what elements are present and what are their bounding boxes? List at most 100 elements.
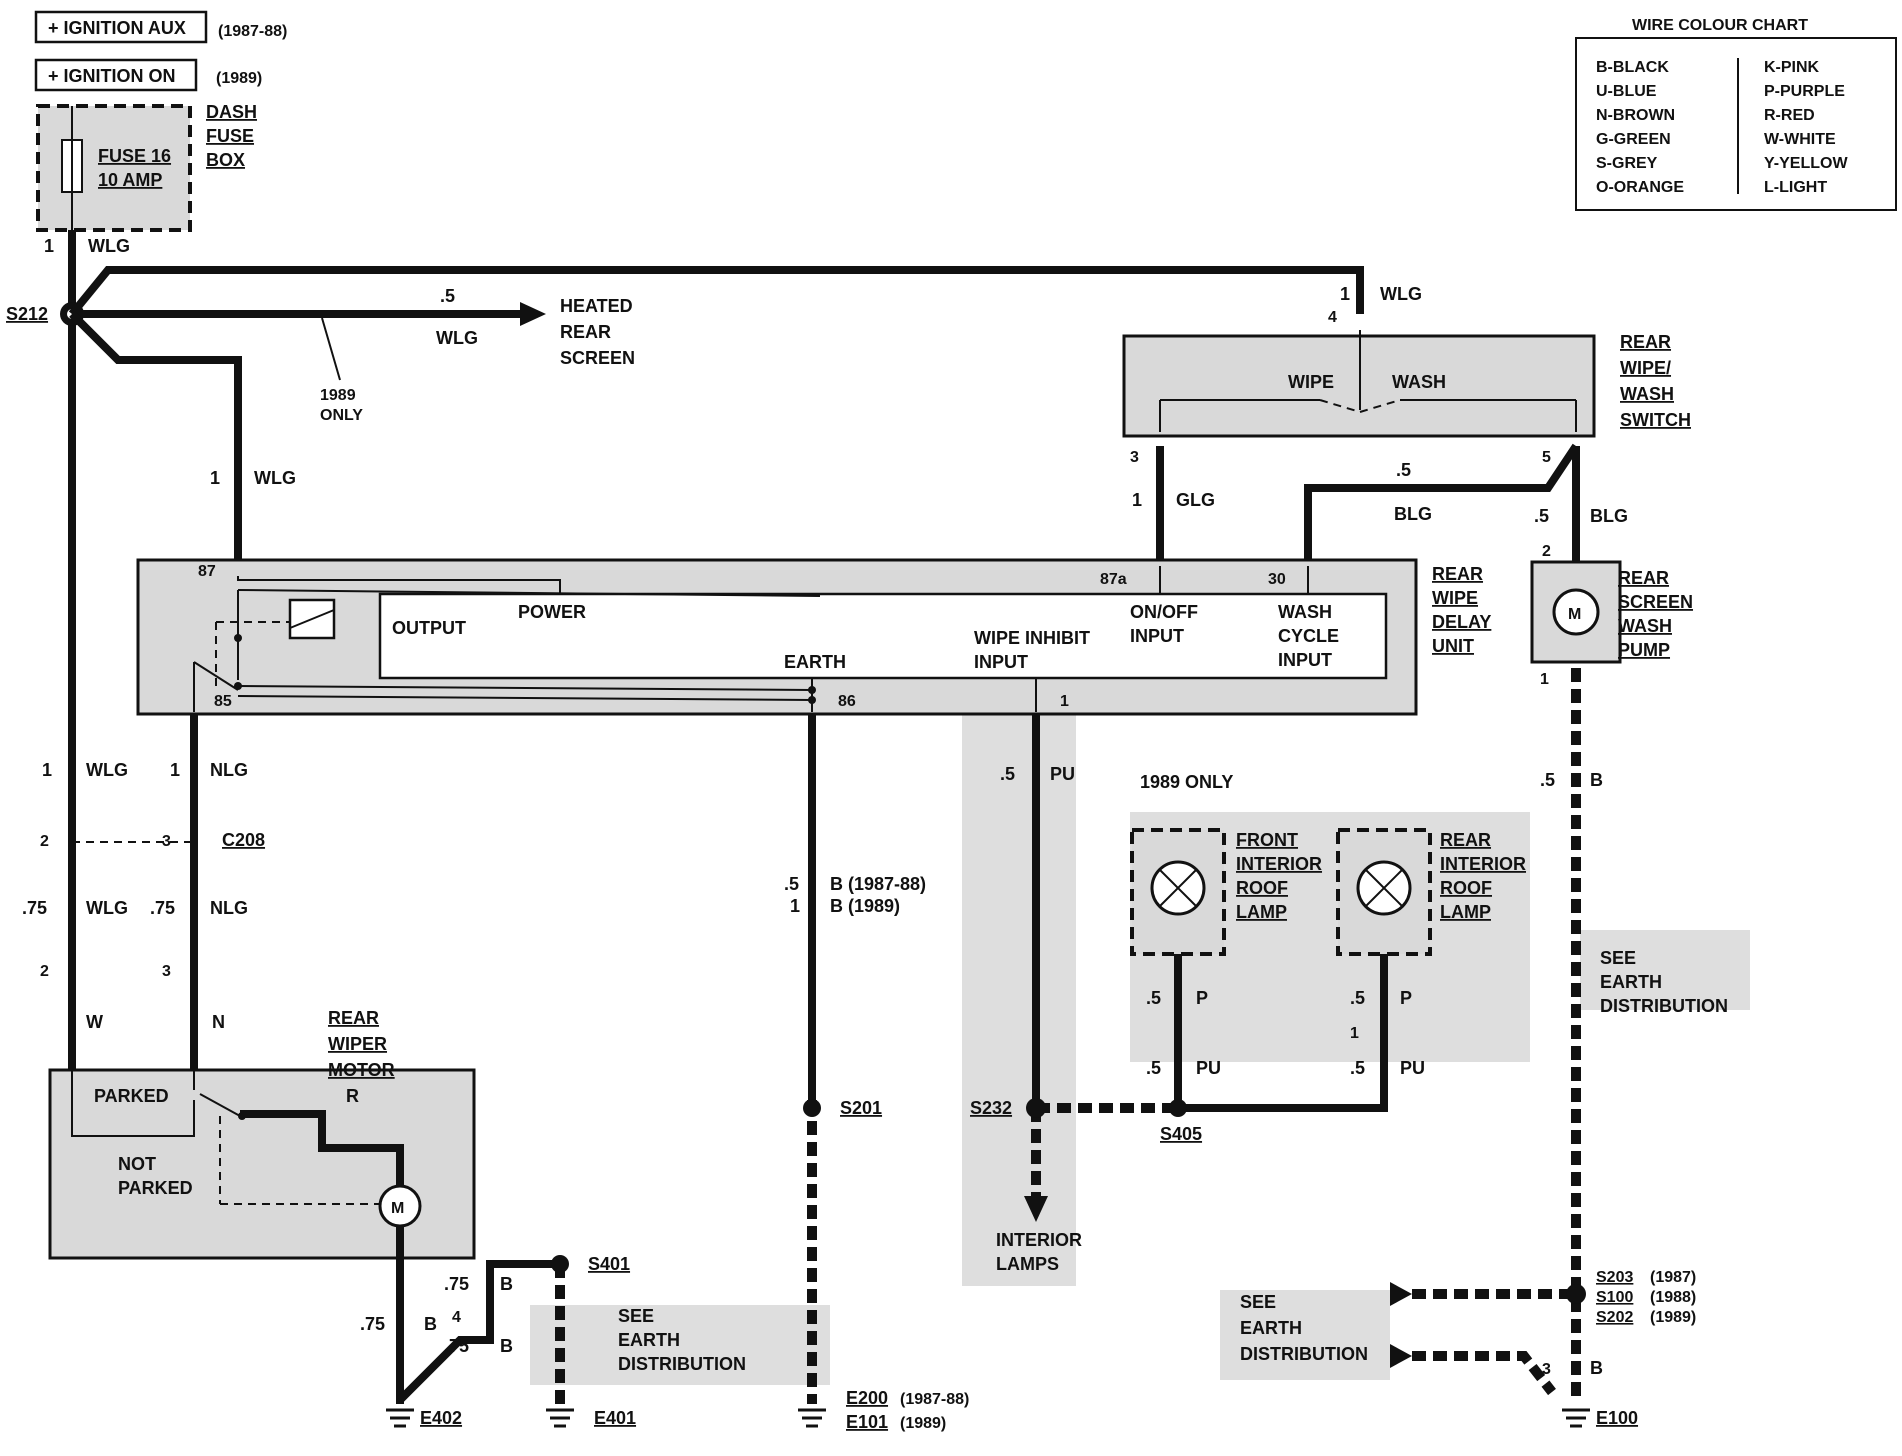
svg-text:WLG: WLG bbox=[86, 760, 128, 780]
svg-text:.5: .5 bbox=[1350, 988, 1365, 1008]
svg-text:SEE: SEE bbox=[1600, 948, 1636, 968]
svg-text:.5: .5 bbox=[1350, 1058, 1365, 1078]
svg-text:.5: .5 bbox=[784, 874, 799, 894]
svg-text:SEE: SEE bbox=[1240, 1292, 1276, 1312]
splice-s203 bbox=[1566, 1284, 1586, 1304]
svg-text:E402: E402 bbox=[420, 1408, 462, 1428]
parked-label: PARKED bbox=[94, 1086, 169, 1106]
wire-wlg-to-delay bbox=[69, 311, 242, 560]
rear-wiper-motor: M PARKED NOT PARKED R REAR WIPER MOTOR bbox=[48, 1008, 476, 1260]
pump-m-symbol: M bbox=[1568, 606, 1581, 623]
svg-text:2: 2 bbox=[40, 963, 49, 980]
svg-text:PU: PU bbox=[1196, 1058, 1221, 1078]
chart-entry: W-WHITE bbox=[1764, 131, 1836, 148]
svg-text:(1987-88): (1987-88) bbox=[900, 1391, 969, 1408]
svg-text:BLG: BLG bbox=[1590, 506, 1628, 526]
svg-text:.5: .5 bbox=[1146, 1058, 1161, 1078]
chart-entry: L-LIGHT bbox=[1764, 179, 1827, 196]
svg-text:NOT: NOT bbox=[118, 1154, 156, 1174]
svg-text:ROOF: ROOF bbox=[1236, 878, 1288, 898]
svg-text:INTERIOR: INTERIOR bbox=[996, 1230, 1082, 1250]
svg-text:3: 3 bbox=[1130, 449, 1139, 466]
svg-text:PUMP: PUMP bbox=[1618, 640, 1670, 660]
svg-text:1: 1 bbox=[1132, 490, 1142, 510]
box-word: BOX bbox=[206, 150, 245, 170]
ignition-aux-year: (1987-88) bbox=[218, 23, 287, 40]
svg-text:LAMPS: LAMPS bbox=[996, 1254, 1059, 1274]
svg-text:EARTH: EARTH bbox=[1600, 972, 1662, 992]
svg-text:1: 1 bbox=[42, 760, 52, 780]
svg-text:B: B bbox=[500, 1274, 513, 1294]
ignition-on-year: (1989) bbox=[216, 70, 262, 87]
svg-text:.75: .75 bbox=[22, 898, 47, 918]
dash-label: DASH bbox=[206, 102, 257, 122]
motor-m-symbol: M bbox=[391, 1200, 404, 1217]
svg-text:INPUT: INPUT bbox=[1278, 650, 1332, 670]
chart-entry: Y-YELLOW bbox=[1764, 155, 1848, 172]
svg-text:GLG: GLG bbox=[1176, 490, 1215, 510]
wire-s401-link bbox=[397, 1260, 560, 1403]
svg-text:B: B bbox=[500, 1336, 513, 1356]
chart-entry: S-GREY bbox=[1596, 155, 1658, 172]
svg-text:.5: .5 bbox=[1146, 988, 1161, 1008]
svg-text:B (1987-88): B (1987-88) bbox=[830, 874, 926, 894]
svg-text:87a: 87a bbox=[1100, 571, 1127, 588]
svg-text:WLG: WLG bbox=[88, 236, 130, 256]
svg-text:PU: PU bbox=[1400, 1058, 1425, 1078]
svg-text:1: 1 bbox=[210, 468, 220, 488]
svg-text:.5: .5 bbox=[1396, 460, 1411, 480]
svg-text:UNIT: UNIT bbox=[1432, 636, 1474, 656]
svg-text:WLG: WLG bbox=[1380, 284, 1422, 304]
fuse-word: FUSE bbox=[206, 126, 254, 146]
svg-text:87: 87 bbox=[198, 563, 216, 580]
svg-text:(1989): (1989) bbox=[900, 1415, 946, 1432]
svg-text:86: 86 bbox=[838, 693, 856, 710]
splice-s201 bbox=[803, 1099, 821, 1117]
svg-text:REAR: REAR bbox=[1440, 830, 1491, 850]
svg-text:ONLY: ONLY bbox=[320, 407, 363, 424]
svg-text:WIPE: WIPE bbox=[1432, 588, 1478, 608]
svg-text:ON/OFF: ON/OFF bbox=[1130, 602, 1198, 622]
wire-colour-chart: WIRE COLOUR CHART B-BLACKU-BLUEN-BROWNG-… bbox=[1575, 17, 1897, 211]
svg-text:B (1989): B (1989) bbox=[830, 896, 900, 916]
svg-text:SCREEN: SCREEN bbox=[1618, 592, 1693, 612]
lamps-1989-heading: 1989 ONLY bbox=[1140, 772, 1233, 792]
svg-text:2: 2 bbox=[40, 833, 49, 850]
svg-text:(1988): (1988) bbox=[1650, 1289, 1696, 1306]
svg-text:NLG: NLG bbox=[210, 760, 248, 780]
svg-text:R: R bbox=[346, 1086, 359, 1106]
svg-text:4: 4 bbox=[1328, 309, 1337, 326]
svg-text:3: 3 bbox=[162, 833, 171, 850]
svg-text:DISTRIBUTION: DISTRIBUTION bbox=[1240, 1344, 1368, 1364]
svg-text:E101: E101 bbox=[846, 1412, 888, 1432]
svg-text:HEATED: HEATED bbox=[560, 296, 633, 316]
rear-wipe-delay-unit: 87 85 86 87a 30 1 OUTPUT POWER EARTH WIP… bbox=[136, 558, 1491, 716]
svg-text:REAR: REAR bbox=[328, 1008, 379, 1028]
svg-text:S401: S401 bbox=[588, 1254, 630, 1274]
svg-text:S100: S100 bbox=[1596, 1289, 1633, 1306]
svg-text:1: 1 bbox=[1340, 284, 1350, 304]
svg-text:.75: .75 bbox=[444, 1336, 469, 1356]
rear-wipe-wash-switch: WIPE WASH REAR WIPE/ WASH SWITCH bbox=[1122, 330, 1691, 438]
svg-text:.5: .5 bbox=[1540, 770, 1555, 790]
chart-entry: R-RED bbox=[1764, 107, 1815, 124]
ignition-aux-label: + IGNITION AUX bbox=[48, 18, 186, 38]
svg-text:INPUT: INPUT bbox=[1130, 626, 1184, 646]
svg-text:30: 30 bbox=[1268, 571, 1286, 588]
svg-text:B: B bbox=[1590, 1358, 1603, 1378]
ground-e200: E200 (1987-88) E101 (1989) bbox=[798, 1388, 969, 1432]
front-roof-lamp: FRONT INTERIOR ROOF LAMP bbox=[1130, 828, 1322, 956]
svg-text:EARTH: EARTH bbox=[1240, 1318, 1302, 1338]
svg-text:DISTRIBUTION: DISTRIBUTION bbox=[1600, 996, 1728, 1016]
chart-entry: G-GREEN bbox=[1596, 131, 1671, 148]
svg-text:WIPER: WIPER bbox=[328, 1034, 387, 1054]
svg-text:C208: C208 bbox=[222, 830, 265, 850]
svg-text:INTERIOR: INTERIOR bbox=[1236, 854, 1322, 874]
svg-text:.5: .5 bbox=[440, 286, 455, 306]
chart-entry: B-BLACK bbox=[1596, 59, 1669, 76]
svg-text:5: 5 bbox=[1542, 449, 1551, 466]
svg-text:N: N bbox=[212, 1012, 225, 1032]
svg-text:P: P bbox=[1400, 988, 1412, 1008]
wire-wlg-to-switch bbox=[68, 266, 1364, 317]
